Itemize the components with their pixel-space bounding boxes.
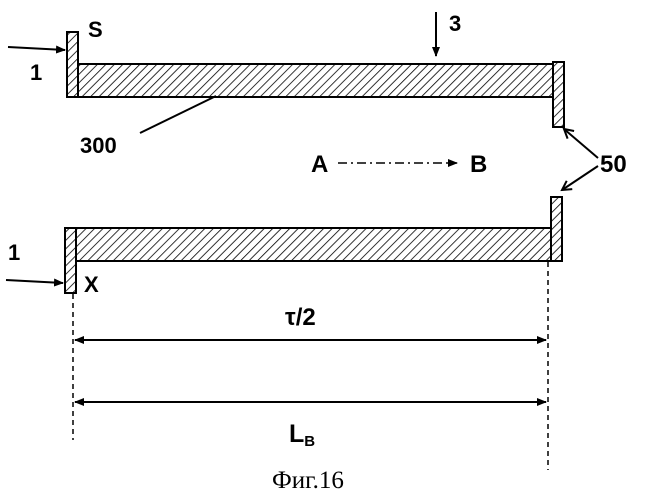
- label-1-top: 1: [30, 60, 42, 85]
- arrow-50-lower: [562, 166, 598, 190]
- arrow-1-bottom: [6, 280, 63, 283]
- label-s: S: [88, 17, 103, 42]
- bottom-mirror-plate: [76, 228, 551, 261]
- label-a: A: [311, 151, 328, 178]
- arrow-1-top: [8, 47, 65, 50]
- figure-caption: Фиг.16: [272, 467, 344, 494]
- label-1-bottom: 1: [8, 240, 20, 265]
- top-left-reflector: [67, 32, 78, 97]
- bottom-right-reflector: [551, 197, 562, 261]
- top-right-reflector: [553, 62, 564, 127]
- label-3: 3: [449, 11, 461, 36]
- label-lb: LB: [289, 420, 315, 450]
- label-x: X: [84, 272, 99, 297]
- label-50: 50: [600, 151, 627, 178]
- arrow-50-upper: [564, 129, 598, 158]
- label-lb-sub: B: [304, 433, 315, 450]
- label-lb-main: L: [289, 420, 304, 448]
- label-b: B: [470, 151, 487, 178]
- label-tau-half: τ/2: [285, 304, 316, 331]
- top-mirror-plate: [78, 64, 553, 97]
- leader-300: [140, 96, 216, 133]
- bottom-left-reflector: [65, 228, 76, 293]
- label-300: 300: [80, 133, 117, 158]
